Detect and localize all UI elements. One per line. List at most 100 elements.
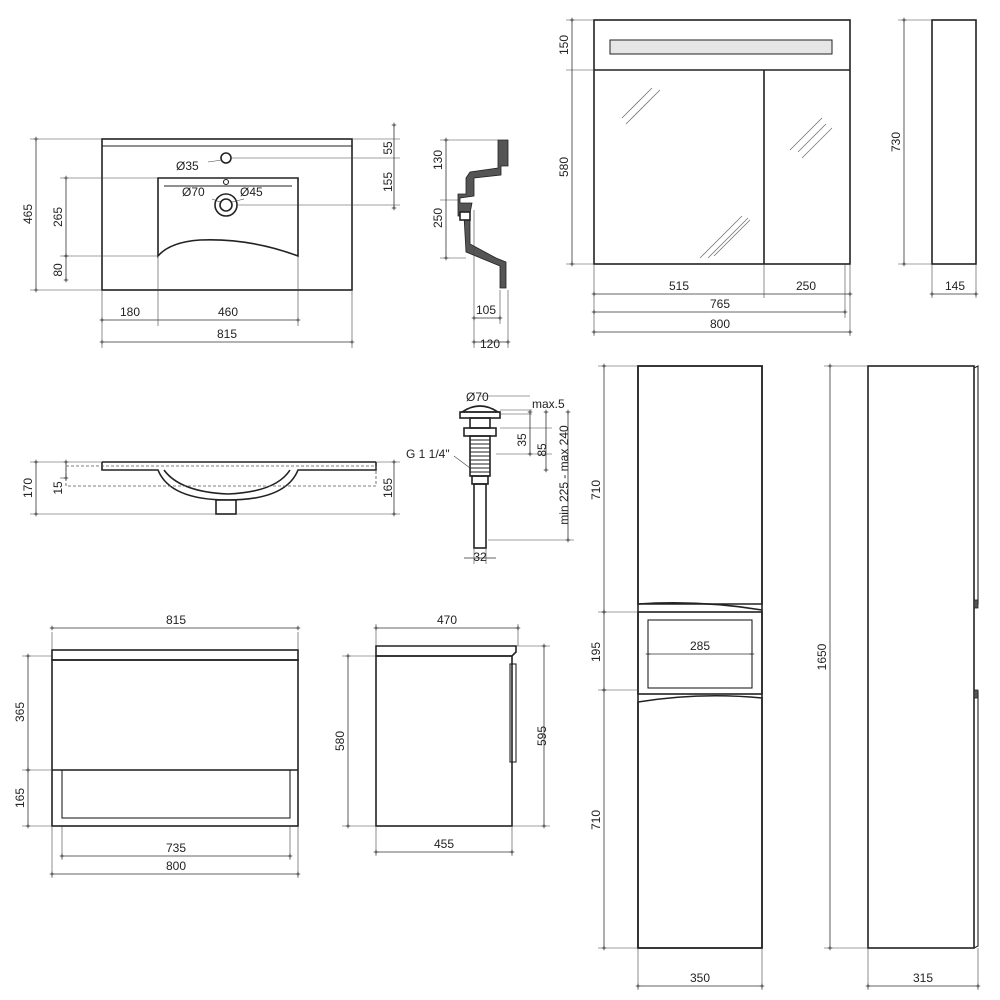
mirror-side-body: [931, 19, 977, 265]
dim-730: 730: [889, 132, 903, 152]
valve-nut: [463, 427, 497, 437]
dim-815: 815: [217, 327, 237, 341]
overflow-channel: [459, 211, 471, 221]
valve-flange: [459, 411, 501, 419]
basin-profile: [457, 139, 509, 289]
label-tap-diameter: Ø35: [176, 159, 199, 173]
dim-145: 145: [945, 279, 965, 293]
valve-pipe: [473, 483, 487, 549]
dim-460: 460: [218, 305, 238, 319]
dim-130: 130: [431, 150, 445, 170]
label-overflow-diameter: Ø45: [240, 185, 263, 199]
dim-155: 155: [381, 172, 395, 192]
dim-735: 735: [166, 841, 186, 855]
dim-315: 315: [913, 971, 933, 985]
mirror-cabinet-side: 730 145: [889, 17, 979, 298]
tall-cabinet-front: 710 195 710 285 350: [589, 363, 765, 990]
dim-range-valve: min 225 - max 240: [557, 425, 571, 525]
basin-drain-outlet: [215, 499, 237, 515]
vanity-side: 470 580 595 455: [333, 613, 550, 856]
mirror-glass-mark: [789, 117, 833, 159]
vanity-top-basin: [51, 649, 299, 661]
tall-cabinet-side: 1650 315: [815, 363, 981, 990]
dim-55: 55: [381, 141, 395, 155]
dim-800-vanity: 800: [166, 859, 186, 873]
dim-250: 250: [431, 208, 445, 228]
vanity-side-body: [375, 655, 513, 827]
upper-door-bottom: [637, 602, 763, 611]
lower-door: [637, 694, 763, 949]
dim-350: 350: [690, 971, 710, 985]
led-light-strip: [609, 39, 833, 55]
valve-cap: [459, 405, 501, 413]
dim-170: 170: [21, 478, 35, 498]
dim-765: 765: [710, 297, 730, 311]
dim-815-vanity: 815: [166, 613, 186, 627]
drawer-front-edge: [509, 663, 517, 763]
dim-800-mirror: 800: [710, 317, 730, 331]
vanity-body: [51, 659, 299, 827]
vanity-side-top: [375, 645, 517, 657]
dim-32-pipe: 32: [473, 550, 487, 564]
basin-hidden-body: [65, 465, 377, 487]
dim-470: 470: [437, 613, 457, 627]
dim-580-mirror: 580: [557, 157, 571, 177]
basin-bowl: [157, 177, 299, 259]
label-drain-diameter: Ø70: [182, 185, 205, 199]
tap-hole: [220, 152, 232, 164]
mirror-glass-mark: [621, 87, 661, 125]
basin-front-profile: [101, 462, 377, 501]
basin-outline: [101, 138, 353, 291]
dim-150: 150: [557, 35, 571, 55]
label-valve-top-dia: Ø70: [466, 390, 489, 404]
mirror-cabinet-front: 150 580 515 250 765 800: [557, 17, 853, 336]
dim-595: 595: [535, 726, 549, 746]
dim-120: 120: [480, 337, 500, 351]
overflow-hole: [222, 178, 230, 186]
dim-1650: 1650: [815, 643, 829, 670]
dim-15: 15: [51, 481, 65, 495]
hinge-mark: [973, 689, 979, 699]
dim-165-basin: 165: [381, 478, 395, 498]
dim-515: 515: [669, 279, 689, 293]
label-thread-g: G 1 1/4": [406, 447, 450, 461]
mirror-glass-mark: [699, 215, 751, 259]
vanity-front: 815 365 165 735 800: [13, 613, 301, 878]
tall-side-body: [867, 365, 975, 949]
dim-250-mirror: 250: [796, 279, 816, 293]
dim-105: 105: [476, 303, 496, 317]
upper-door: [637, 365, 763, 605]
dim-180: 180: [120, 305, 140, 319]
dim-165-vanity: 165: [13, 788, 27, 808]
tall-cabinet-body: [637, 365, 763, 949]
hinge-mark: [973, 599, 979, 609]
mirror-cabinet-body: [593, 19, 851, 265]
dim-580-vanity: 580: [333, 731, 347, 751]
thread-lines: [470, 439, 490, 473]
open-shelf: [61, 769, 291, 819]
dim-455: 455: [434, 837, 454, 851]
dim-85-valve: 85: [535, 443, 549, 457]
dim-80: 80: [51, 263, 65, 277]
label-flange-max: max.5: [532, 397, 565, 411]
basin-front-bowl: [163, 469, 291, 495]
open-niche: [637, 611, 763, 695]
drain-valve: Ø70 max.5 35 85 min 225 - max 240 G 1 1/…: [406, 390, 574, 564]
dim-710-lower: 710: [589, 810, 603, 830]
washbasin-top-view: 815 180 460 465 265 80 55 155 Ø35 Ø70 Ø4…: [21, 122, 400, 348]
dim-465: 465: [21, 204, 35, 224]
drain-hole: [214, 193, 238, 217]
dim-285: 285: [690, 639, 710, 653]
dim-710-upper: 710: [589, 480, 603, 500]
dim-195: 195: [589, 642, 603, 662]
washbasin-side-section: 130 250 105 120: [431, 137, 511, 351]
dim-365: 365: [13, 702, 27, 722]
dim-35-valve: 35: [515, 433, 529, 447]
valve-neck: [469, 417, 491, 429]
valve-tail-nut: [471, 475, 489, 485]
dim-265: 265: [51, 207, 65, 227]
drain-hole-inner: [219, 198, 233, 212]
washbasin-front-section: 170 15 165: [21, 459, 400, 517]
